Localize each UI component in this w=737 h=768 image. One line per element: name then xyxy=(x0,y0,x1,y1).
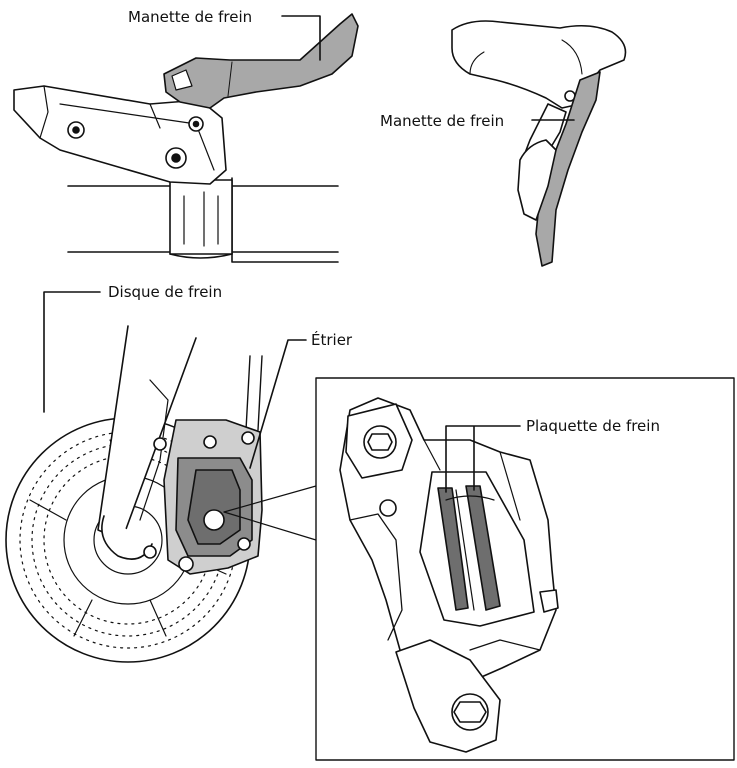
master-cylinder-body xyxy=(13,85,227,185)
shifter-hood xyxy=(451,20,627,109)
leader-line-disc xyxy=(43,291,101,413)
disc-brake-illustration xyxy=(5,291,317,663)
label-caliper: Étrier xyxy=(311,331,353,349)
caliper-detail-inset xyxy=(315,377,735,761)
brake-pad-right xyxy=(465,485,501,611)
flat-bar-lever-illustration xyxy=(13,13,359,263)
leader-line-lever-flat xyxy=(281,15,321,61)
leader-line-caliper xyxy=(249,339,307,469)
leader-line-pad xyxy=(445,425,521,493)
label-brake-lever-drop: Manette de frein xyxy=(380,112,505,130)
drop-bar-lever-illustration xyxy=(451,20,627,267)
label-brake-pad: Plaquette de frein xyxy=(526,417,660,435)
brake-lever-blade xyxy=(163,13,359,109)
lever-clamp xyxy=(169,179,233,259)
brake-caliper-small xyxy=(143,419,263,575)
label-brake-disc: Disque de frein xyxy=(108,283,223,301)
label-brake-lever-flat: Manette de frein xyxy=(128,8,253,26)
brake-caliper-large xyxy=(339,397,559,753)
brake-pad-left xyxy=(437,487,469,611)
